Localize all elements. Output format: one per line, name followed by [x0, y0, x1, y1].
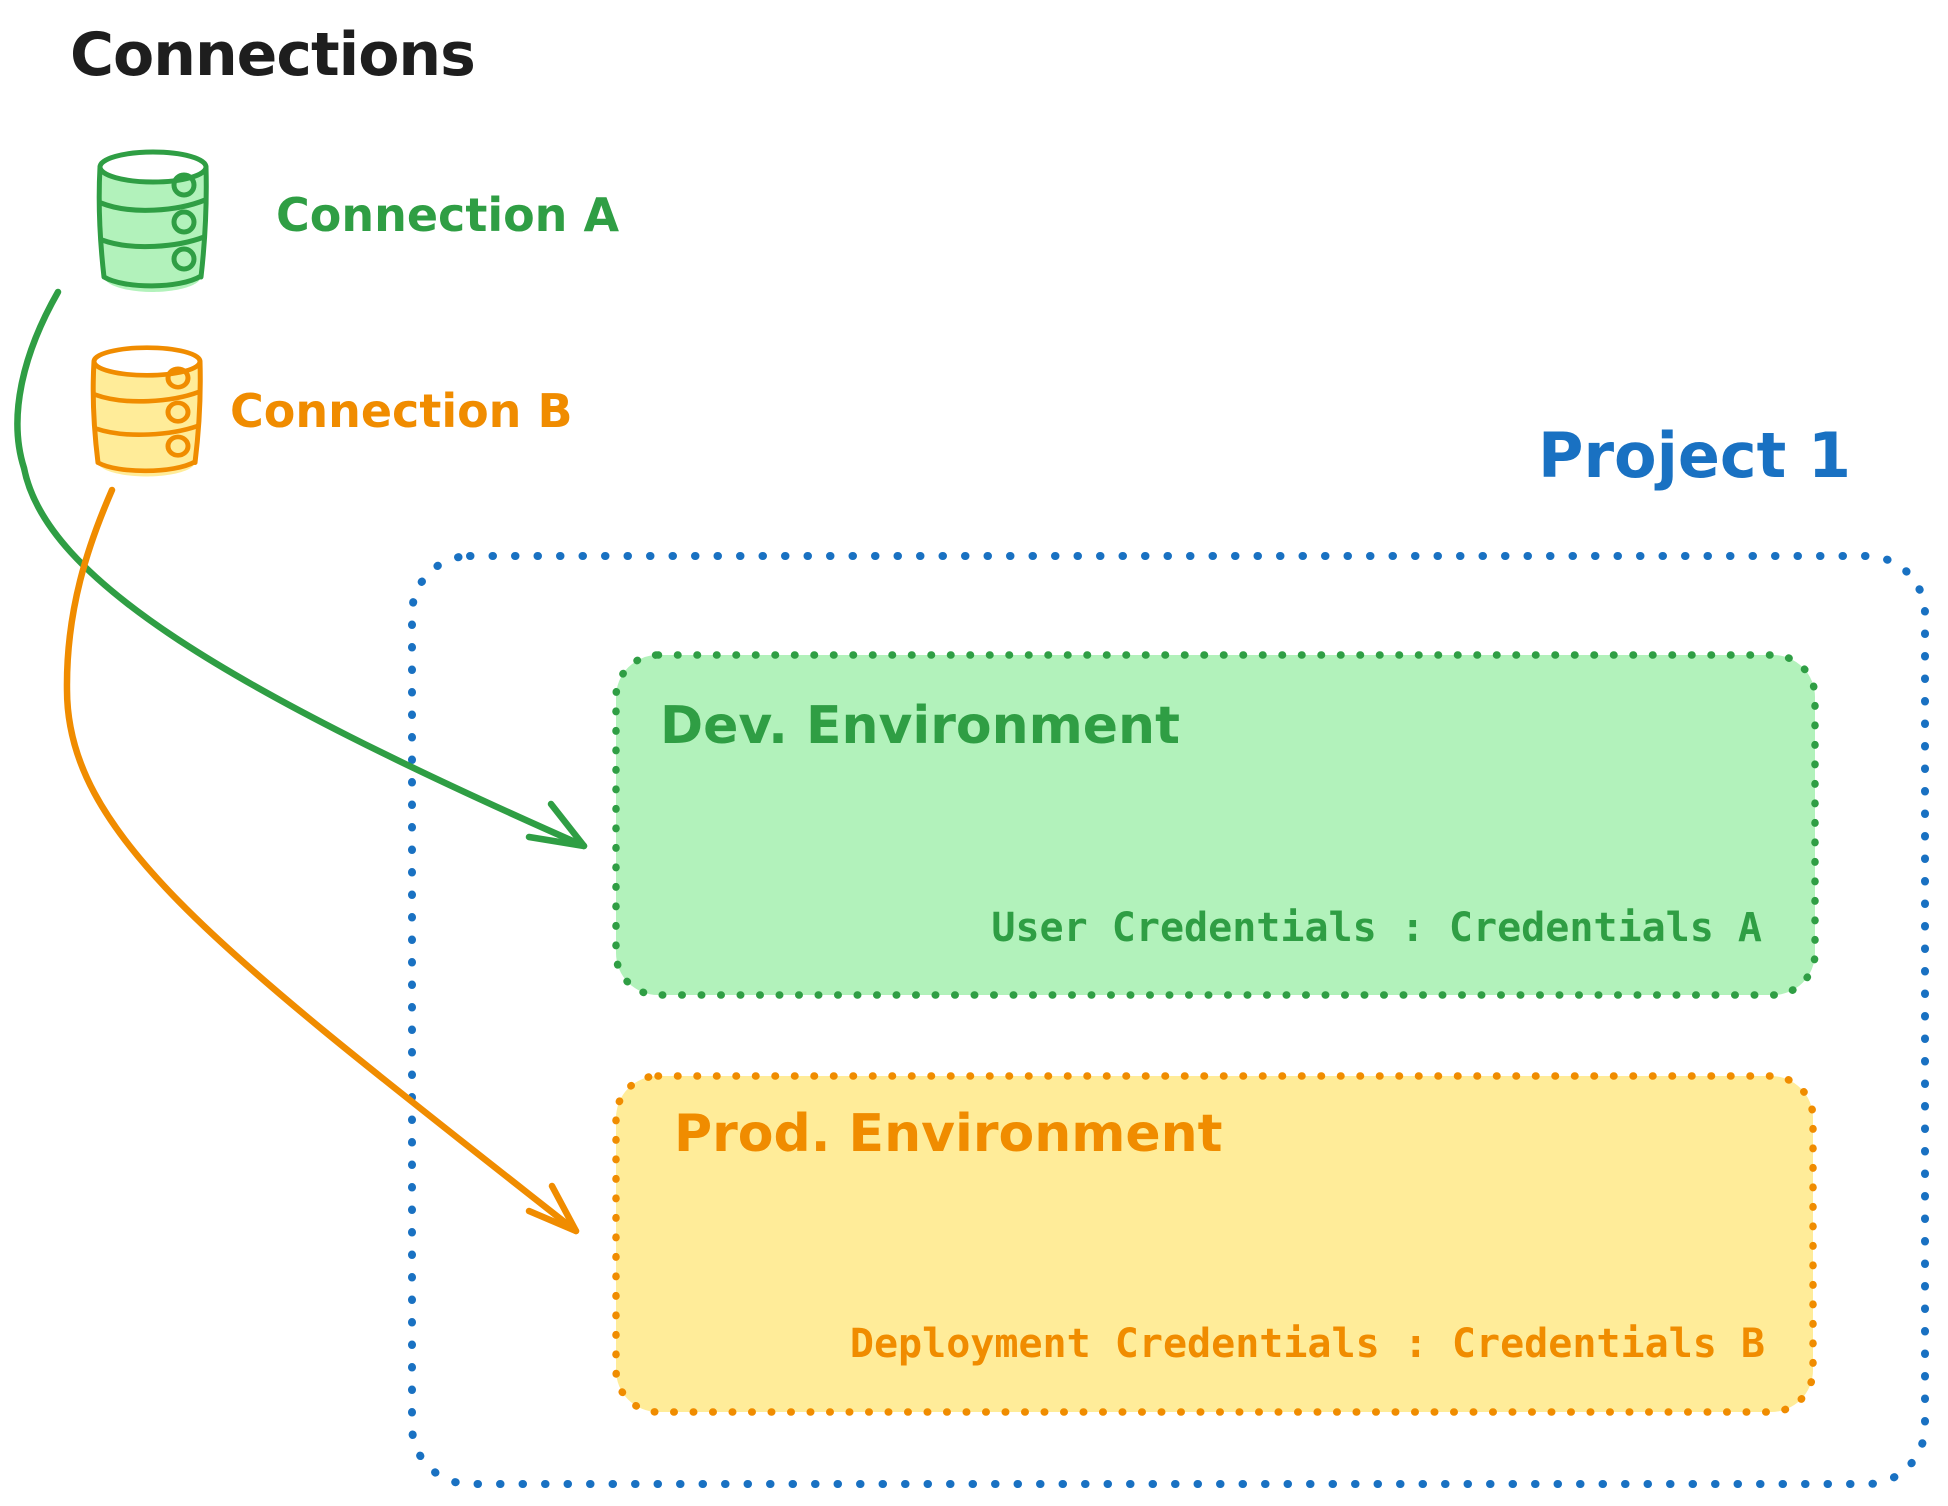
- dev-credentials-text: User Credentials : Credentials A: [991, 905, 1762, 951]
- arrow-connection-a-to-dev: [14, 288, 588, 850]
- dev-environment-heading: Dev. Environment: [660, 696, 1180, 756]
- dev-environment-box: [612, 651, 1819, 999]
- connection-a-label: Connection A: [276, 188, 620, 242]
- project-1-container-box: [408, 552, 1929, 1488]
- connection-b-label: Connection B: [230, 384, 573, 438]
- prod-credentials-text: Deployment Credentials : Credentials B: [849, 1321, 1765, 1367]
- prod-environment-box: [612, 1072, 1817, 1416]
- database-icon-connection-a: [96, 149, 209, 292]
- arrow-connection-b-to-prod: [63, 486, 580, 1235]
- arrowhead: [525, 800, 588, 850]
- connections-title: Connections: [70, 20, 476, 90]
- prod-environment-heading: Prod. Environment: [674, 1104, 1223, 1164]
- arrowhead: [525, 1182, 580, 1235]
- database-icon-connection-b: [90, 345, 203, 477]
- project-1-title: Project 1: [1538, 419, 1852, 492]
